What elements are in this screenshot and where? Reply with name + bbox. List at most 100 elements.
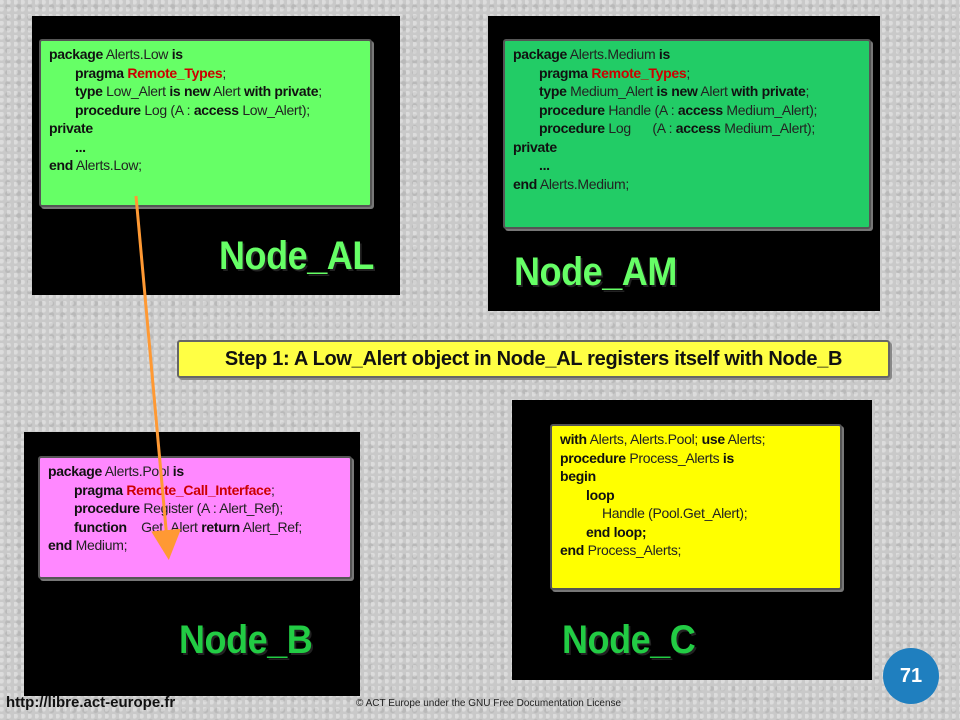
code-token: type: [539, 83, 567, 99]
code-line: end Alerts.Medium;: [513, 175, 861, 194]
code-token: use: [701, 431, 726, 447]
node-c-panel: with Alerts, Alerts.Pool; use Alerts;pro…: [512, 400, 872, 680]
code-line: procedure Log (A : access Low_Alert);: [49, 101, 362, 120]
code-token: Alert_Ref;: [239, 518, 303, 535]
code-token: procedure: [74, 500, 140, 516]
code-token: Remote_Call_Interface: [126, 481, 272, 498]
code-line: pragma Remote_Types;: [49, 64, 362, 83]
code-token: package: [513, 46, 567, 62]
node-al-label: Node_AL: [219, 234, 374, 278]
code-token: private: [49, 120, 93, 136]
code-line: function Get_Alert return Alert_Ref;: [48, 518, 342, 537]
code-line: procedure Register (A : Alert_Ref);: [48, 499, 342, 518]
code-token: with: [560, 431, 587, 447]
code-token: with private: [244, 83, 319, 99]
code-line: ...: [49, 138, 362, 157]
code-token: Medium_Alert: [566, 83, 657, 99]
code-line: Handle (Pool.Get_Alert);: [560, 504, 832, 523]
code-token: begin: [560, 468, 596, 484]
code-token: type: [75, 83, 103, 99]
code-token: loop: [586, 486, 615, 503]
code-token: ;: [686, 64, 690, 81]
code-line: package Alerts.Medium is: [513, 45, 861, 64]
code-line: procedure Log (A : access Medium_Alert);: [513, 119, 861, 138]
code-token: return: [201, 518, 240, 535]
code-token: Get_Alert: [126, 518, 202, 535]
code-token: Process_Alerts: [625, 449, 723, 466]
code-token: is: [171, 46, 183, 62]
code-token: end: [48, 537, 72, 553]
code-token: Alerts.Pool: [101, 463, 173, 479]
code-line: private: [49, 119, 362, 138]
code-token: Alerts.Low: [102, 46, 172, 62]
code-token: access: [193, 101, 239, 118]
code-line: with Alerts, Alerts.Pool; use Alerts;: [560, 430, 832, 449]
code-line: package Alerts.Low is: [49, 45, 362, 64]
code-token: package: [49, 46, 103, 62]
code-token: is new: [169, 83, 211, 99]
code-token: access: [675, 120, 721, 136]
code-token: procedure: [539, 120, 605, 136]
code-token: Alert: [697, 83, 732, 99]
code-token: is new: [656, 83, 698, 99]
code-line: loop: [560, 486, 832, 505]
code-token: ;: [271, 481, 275, 498]
code-line: type Medium_Alert is new Alert with priv…: [513, 82, 861, 101]
code-token: pragma: [539, 64, 592, 81]
code-token: Medium_Alert);: [720, 120, 815, 136]
node-c-code-box: with Alerts, Alerts.Pool; use Alerts;pro…: [550, 424, 842, 590]
code-token: Alerts.Low;: [73, 157, 142, 173]
code-token: Medium;: [72, 537, 128, 553]
node-b-label: Node_B: [179, 618, 313, 662]
code-line: begin: [560, 467, 832, 486]
code-token: is: [658, 46, 670, 62]
code-token: is: [722, 449, 734, 466]
step-banner: Step 1: A Low_Alert object in Node_AL re…: [177, 340, 890, 378]
code-token: pragma: [75, 64, 128, 81]
code-token: is: [172, 463, 184, 479]
code-line: end loop;: [560, 523, 832, 542]
code-token: Alert: [210, 83, 245, 99]
code-token: Log (A :: [140, 101, 194, 118]
code-token: Alerts;: [724, 431, 766, 447]
code-line: pragma Remote_Call_Interface;: [48, 481, 342, 500]
code-token: Alerts.Medium;: [537, 175, 629, 192]
code-token: procedure: [560, 449, 626, 466]
code-line: package Alerts.Pool is: [48, 462, 342, 481]
code-token: private: [513, 138, 557, 155]
code-line: end Alerts.Low;: [49, 156, 362, 175]
code-line: end Process_Alerts;: [560, 541, 832, 560]
code-line: pragma Remote_Types;: [513, 64, 861, 83]
code-token: Low_Alert: [102, 83, 170, 99]
code-token: Log (A :: [604, 120, 676, 136]
code-line: private: [513, 138, 861, 157]
code-token: Alerts.Medium: [566, 46, 659, 62]
code-line: ...: [513, 156, 861, 175]
footer-copyright: © ACT Europe under the GNU Free Document…: [356, 698, 622, 709]
code-line: end Medium;: [48, 536, 342, 555]
code-token: Handle (Pool.Get_Alert);: [602, 505, 748, 521]
footer-url[interactable]: http://libre.act-europe.fr: [6, 694, 176, 711]
code-token: pragma: [74, 481, 127, 498]
code-token: procedure: [75, 101, 141, 118]
code-token: Handle (A :: [604, 101, 678, 118]
code-token: ;: [222, 64, 226, 81]
code-token: Process_Alerts;: [584, 542, 682, 558]
code-token: Alerts, Alerts.Pool;: [586, 431, 702, 447]
code-token: Low_Alert);: [238, 101, 310, 118]
code-token: access: [677, 101, 723, 118]
code-token: ;: [318, 83, 322, 99]
code-token: with private: [731, 83, 806, 99]
code-token: procedure: [539, 101, 605, 118]
code-token: Remote_Types: [591, 64, 687, 81]
page-number-badge: 71: [883, 648, 939, 704]
code-token: end: [560, 542, 584, 558]
code-token: end loop;: [586, 523, 647, 540]
code-token: ...: [539, 157, 550, 173]
code-token: Remote_Types: [127, 64, 223, 81]
